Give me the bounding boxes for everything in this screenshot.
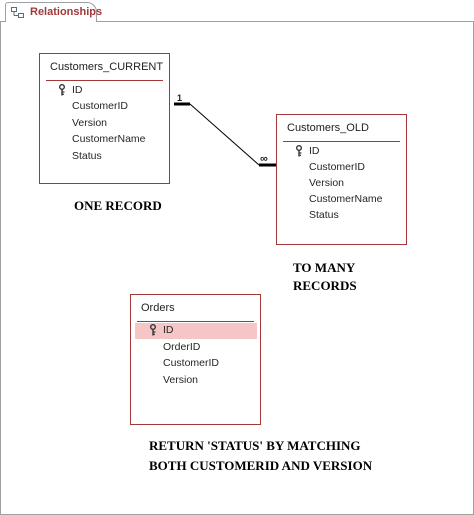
field-customername[interactable]: CustomerName: [291, 192, 401, 208]
field-status[interactable]: Status: [54, 149, 164, 165]
field-name: Status: [72, 150, 102, 162]
one-cardinality-label: 1: [177, 93, 182, 103]
field-id[interactable]: ID: [135, 323, 257, 339]
field-version[interactable]: Version: [145, 373, 255, 389]
field-name: CustomerName: [72, 133, 146, 145]
field-name: Version: [309, 177, 345, 189]
field-name: OrderID: [163, 341, 201, 353]
annotation-to-many-line2: RECORDS: [293, 278, 357, 293]
field-name: CustomerID: [72, 100, 129, 112]
field-customerid[interactable]: CustomerID: [291, 160, 401, 176]
field-name: CustomerID: [163, 357, 220, 369]
primary-key-icon: [150, 324, 156, 336]
annotation-return-line2: BOTH CUSTOMERID AND VERSION: [149, 458, 373, 473]
field-version[interactable]: Version: [54, 116, 164, 132]
primary-key-icon: [296, 145, 302, 157]
primary-key-icon: [59, 84, 65, 96]
field-name: Version: [72, 117, 108, 129]
annotation-to-many-line1: TO MANY: [293, 260, 356, 275]
field-name: Status: [309, 209, 339, 221]
field-name: Version: [163, 374, 199, 386]
field-name: CustomerName: [309, 193, 383, 205]
table-title: Orders: [141, 302, 175, 314]
many-cardinality-label: ∞: [260, 153, 268, 165]
table-customers-current[interactable]: Customers_CURRENT ID CustomerID Version …: [39, 53, 170, 184]
field-customerid[interactable]: CustomerID: [54, 99, 164, 115]
document-tab-bar: Relationships: [0, 0, 474, 22]
table-title: Customers_OLD: [287, 122, 369, 134]
field-orderid[interactable]: OrderID: [145, 340, 255, 356]
table-customers-old[interactable]: Customers_OLD ID CustomerID Version Cust…: [276, 114, 407, 245]
field-status[interactable]: Status: [291, 208, 401, 224]
field-name: ID: [309, 145, 320, 157]
field-name: ID: [72, 84, 83, 96]
field-customername[interactable]: CustomerName: [54, 132, 164, 148]
title-divider: [137, 321, 254, 322]
field-id[interactable]: ID: [54, 83, 164, 99]
title-divider: [46, 80, 163, 81]
field-name: ID: [163, 324, 174, 336]
table-orders[interactable]: Orders ID OrderID CustomerID Version: [130, 294, 261, 425]
tab-label: Relationships: [30, 6, 103, 18]
annotation-return-line1: RETURN 'STATUS' BY MATCHING: [149, 438, 361, 453]
table-title: Customers_CURRENT: [50, 61, 164, 73]
field-version[interactable]: Version: [291, 176, 401, 192]
title-divider: [283, 141, 400, 142]
field-name: CustomerID: [309, 161, 366, 173]
relationships-icon: [11, 7, 24, 18]
field-customerid[interactable]: CustomerID: [145, 356, 255, 372]
tab-relationships[interactable]: Relationships: [5, 2, 102, 22]
annotation-one-record: ONE RECORD: [74, 198, 162, 213]
field-id[interactable]: ID: [291, 144, 401, 160]
